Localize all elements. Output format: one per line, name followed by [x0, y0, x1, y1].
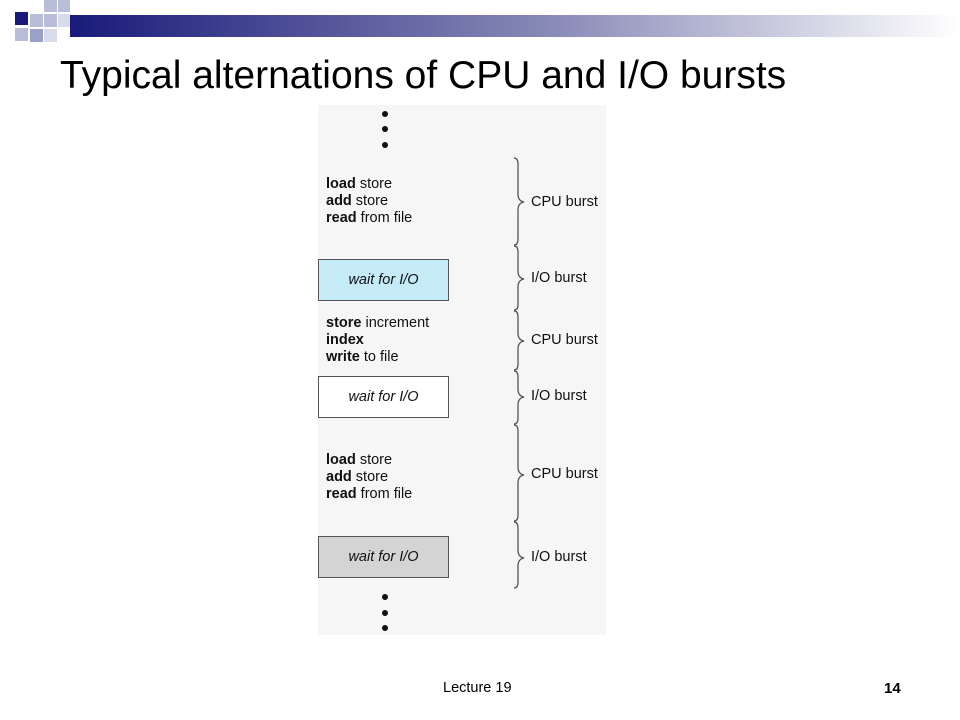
page-title: Typical alternations of CPU and I/O burs…: [60, 54, 787, 97]
header-banner: [15, 0, 960, 42]
ellipsis-dot: [382, 111, 388, 117]
code-block-1: load store add store read from file: [326, 176, 412, 227]
brace-io-3: [513, 521, 525, 589]
code-line: add store: [326, 469, 389, 485]
code-line: load store: [326, 176, 393, 192]
brace-io-2: [513, 370, 525, 425]
ellipsis-dot: [382, 610, 388, 616]
code-line: add store: [326, 193, 389, 209]
brace-cpu-2: [513, 310, 525, 371]
code-block-2: store increment index write to file: [326, 315, 429, 366]
code-block-3: load store add store read from file: [326, 452, 412, 503]
code-line: index: [326, 332, 364, 348]
ellipsis-dot: [382, 625, 388, 631]
io-wait-box: wait for I/O: [318, 259, 449, 301]
ellipsis-dot: [382, 594, 388, 600]
burst-label: CPU burst: [531, 194, 598, 210]
brace-group: [513, 157, 525, 589]
burst-label: I/O burst: [531, 549, 587, 565]
code-line: write to file: [326, 349, 399, 365]
burst-label: I/O burst: [531, 270, 587, 286]
code-line: load store: [326, 452, 393, 468]
io-wait-box: wait for I/O: [318, 536, 449, 578]
ellipsis-dot: [382, 126, 388, 132]
slide-number: 14: [884, 680, 901, 697]
brace-cpu-3: [513, 424, 525, 522]
code-line: store increment: [326, 315, 430, 331]
brace-cpu-1: [513, 157, 525, 246]
footer-lecture: Lecture 19: [443, 680, 512, 696]
code-line: read from file: [326, 486, 413, 502]
ellipsis-dot: [382, 142, 388, 148]
brace-io-1: [513, 245, 525, 311]
burst-label: CPU burst: [531, 332, 598, 348]
io-wait-box: wait for I/O: [318, 376, 449, 418]
code-line: read from file: [326, 210, 413, 226]
burst-label: CPU burst: [531, 466, 598, 482]
burst-label: I/O burst: [531, 388, 587, 404]
